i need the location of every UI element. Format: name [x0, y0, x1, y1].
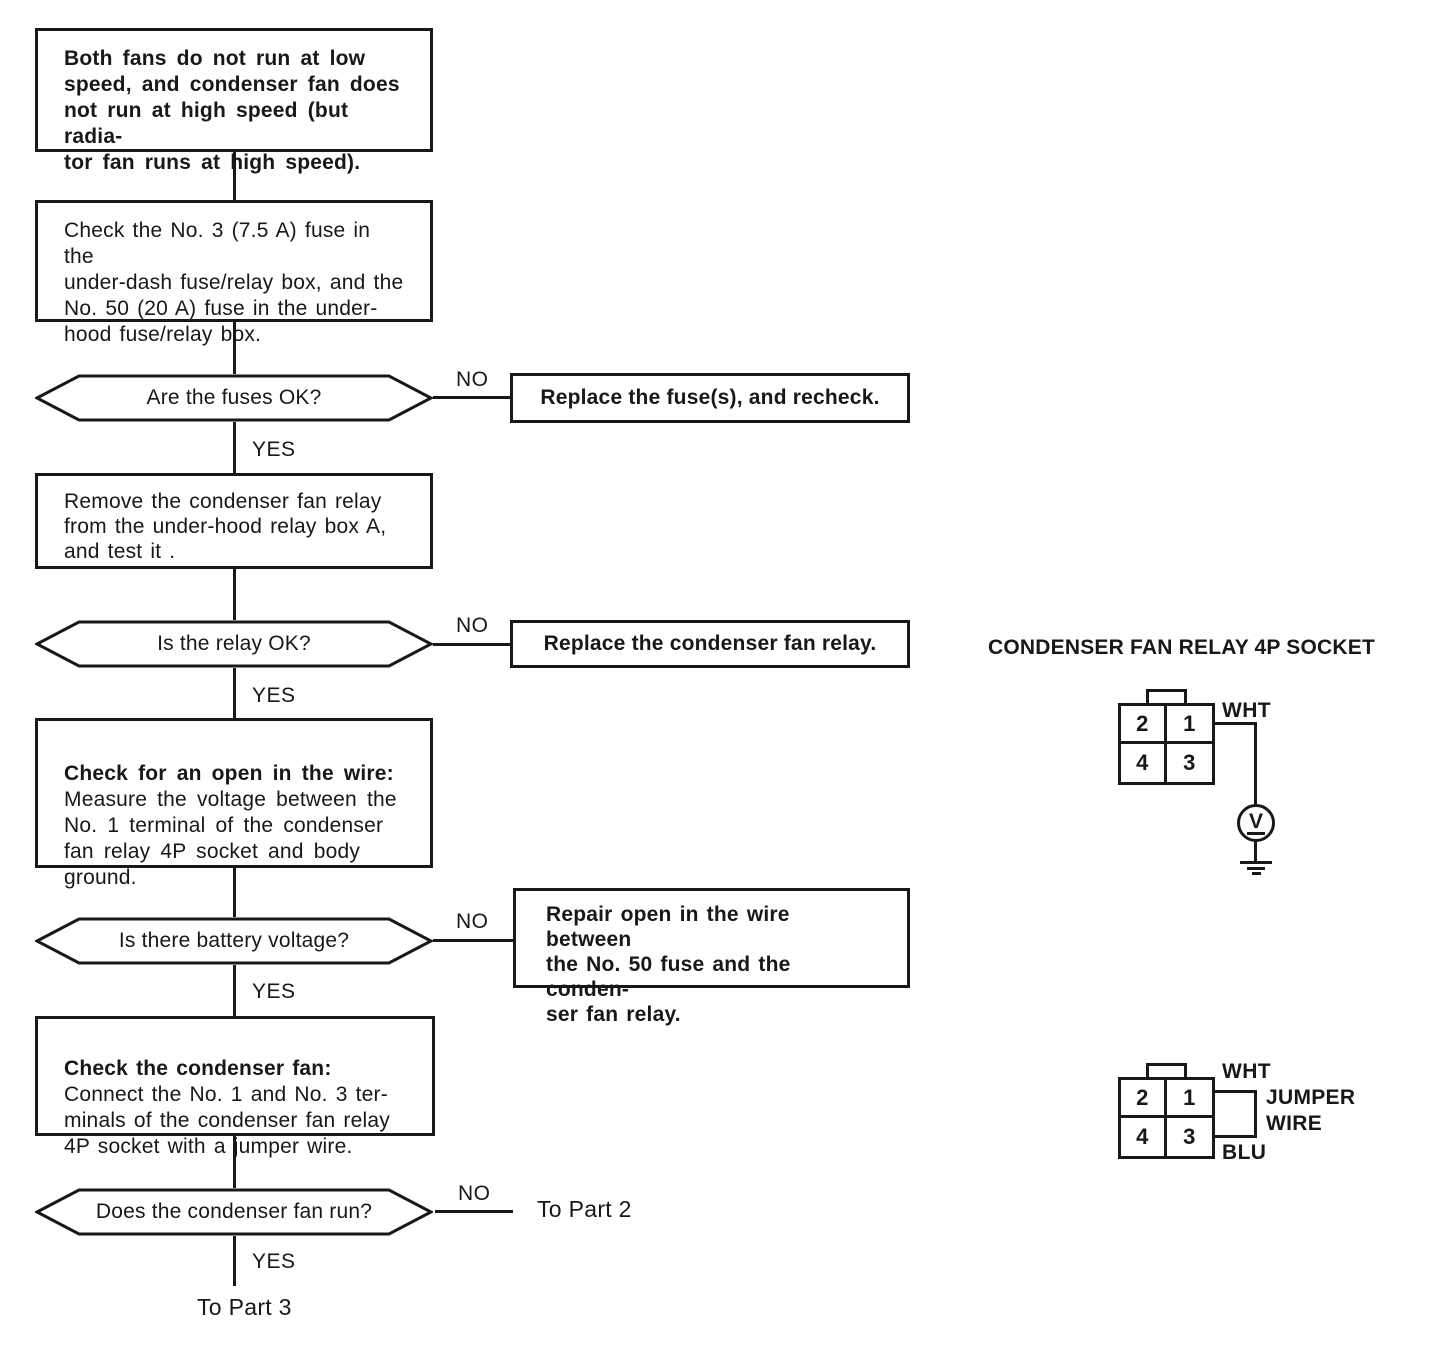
decision-fan-run: Does the condenser fan run? — [35, 1188, 433, 1236]
check-fan-box: Check the condenser fan: Connect the No. … — [35, 1016, 435, 1158]
wire-line — [1215, 722, 1257, 725]
yes-label: YES — [252, 684, 296, 707]
connector-line — [233, 152, 236, 200]
box-body: Connect the No. 1 and No. 3 ter- minals … — [64, 1083, 390, 1158]
connector-line — [433, 396, 510, 399]
yes-label: YES — [252, 438, 296, 461]
socket-tab — [1146, 689, 1187, 705]
decision-battery-voltage: Is there battery voltage? — [35, 917, 433, 965]
pin-cell: 1 — [1166, 1080, 1212, 1118]
pin-cell: 3 — [1183, 750, 1196, 775]
box-body: Measure the voltage between the No. 1 te… — [64, 788, 397, 889]
hexagon-shape — [35, 620, 433, 668]
connector-line — [233, 569, 236, 620]
connector-line — [233, 668, 236, 718]
check-wire-box: Check for an open in the wire: Measure th… — [35, 718, 433, 889]
pin-cell: 3 — [1183, 1124, 1196, 1149]
voltmeter-icon: V — [1237, 804, 1275, 842]
pin-cell: 2 — [1121, 1080, 1167, 1118]
connector-line — [233, 1136, 236, 1188]
pin-cell: 1 — [1166, 706, 1212, 744]
no-label: NO — [458, 1182, 491, 1205]
connector-line — [433, 643, 510, 646]
socket-title: CONDENSER FAN RELAY 4P SOCKET — [988, 636, 1375, 659]
decision-label: Is the relay OK? — [157, 632, 311, 655]
decision-is-relay-ok: Is the relay OK? — [35, 620, 433, 668]
connector-line — [435, 1210, 513, 1213]
socket-tab — [1146, 1063, 1187, 1079]
wht-label: WHT — [1222, 1060, 1272, 1083]
voltmeter-letter: V — [1246, 809, 1265, 835]
no-label: NO — [456, 910, 489, 933]
box-title: Check for an open in the wire: — [64, 762, 394, 785]
no-label: NO — [456, 368, 489, 391]
no-label: NO — [456, 614, 489, 637]
decision-label: Does the condenser fan run? — [95, 1200, 373, 1223]
socket-grid: 2 1 4 3 — [1118, 703, 1215, 785]
wire-line — [1254, 841, 1257, 862]
jumper-wire-label: JUMPER WIRE — [1266, 1086, 1356, 1135]
connector-line — [233, 422, 236, 473]
hexagon-shape — [35, 917, 433, 965]
pin-cell: 4 — [1121, 744, 1167, 782]
to-part3-label: To Part 3 — [197, 1294, 292, 1320]
box-title: Check the condenser fan: — [64, 1057, 332, 1080]
connector-line — [233, 965, 236, 1016]
wht-label: WHT — [1222, 699, 1272, 722]
to-part2-label: To Part 2 — [537, 1196, 632, 1222]
replace-relay-box: Replace the condenser fan relay. — [510, 620, 910, 668]
decision-label: Is there battery voltage? — [118, 929, 350, 952]
replace-fuses-box: Replace the fuse(s), and recheck. — [510, 373, 910, 423]
check-fuses-box: Check the No. 3 (7.5 A) fuse in the unde… — [35, 200, 433, 346]
hexagon-shape — [35, 1188, 433, 1236]
start-symptom-box: Both fans do not run at low speed, and c… — [35, 28, 433, 174]
pin-cell: 2 — [1121, 706, 1167, 744]
yes-label: YES — [252, 1250, 296, 1273]
hexagon-shape — [35, 374, 433, 422]
remove-relay-box: Remove the condenser fan relay from the … — [35, 473, 433, 569]
decision-label: Are the fuses OK? — [146, 386, 322, 409]
pin-cell: 4 — [1121, 1118, 1167, 1156]
connector-line — [233, 1236, 236, 1286]
repair-wire-box: Repair open in the wire between the No. … — [513, 888, 910, 1026]
jumper-wire-shape — [1215, 1090, 1257, 1138]
connector-line — [233, 868, 236, 917]
wire-line — [1254, 722, 1257, 808]
yes-label: YES — [252, 980, 296, 1003]
connector-line — [233, 322, 236, 374]
decision-are-fuses-ok: Are the fuses OK? — [35, 374, 433, 422]
connector-line — [433, 939, 513, 942]
socket-grid: 2 1 4 3 — [1118, 1077, 1215, 1159]
blu-label: BLU — [1222, 1141, 1267, 1164]
